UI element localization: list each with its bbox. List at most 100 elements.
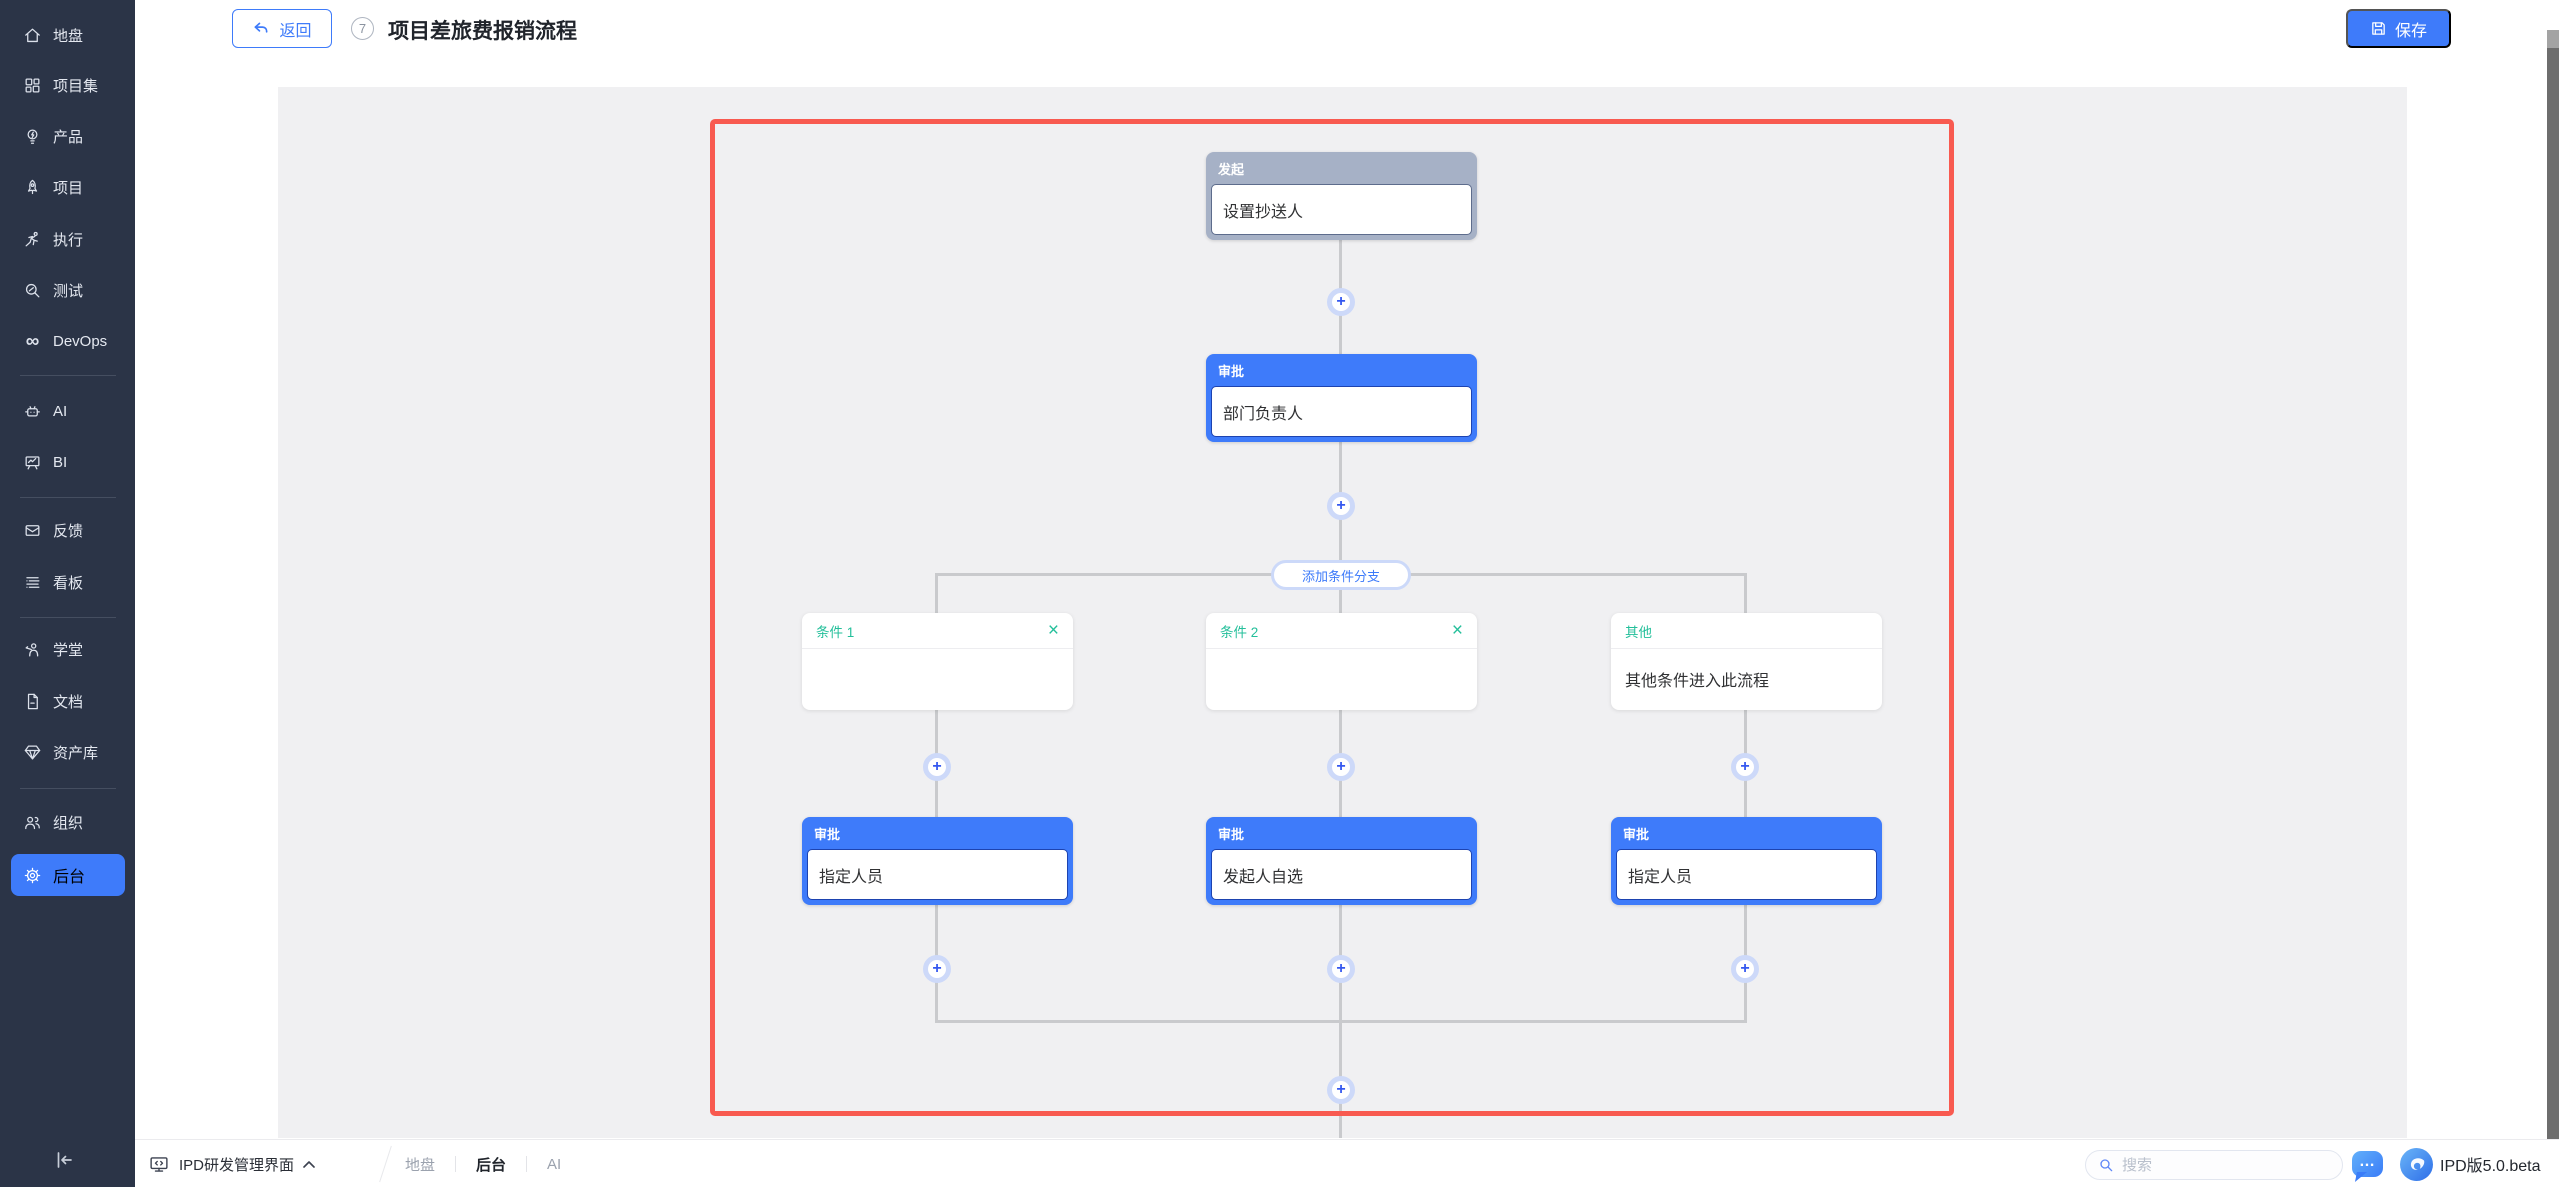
node-type-label: 审批 — [1218, 364, 1245, 379]
condition-card-other[interactable]: 其他 其他条件进入此流程 — [1611, 613, 1882, 710]
branch-approval-node-3[interactable]: 审批 指定人员 — [1611, 817, 1882, 905]
sidebar-item-execution[interactable]: 执行 — [0, 226, 135, 252]
connector-line — [935, 573, 938, 1023]
bottom-bar: IPD研发管理界面 地盘 后台 AI … IPD版5.0.beta — [135, 1139, 2559, 1187]
gear-icon — [24, 867, 41, 883]
sidebar-collapse-button[interactable] — [52, 1148, 76, 1177]
add-node-button[interactable]: + — [1731, 955, 1759, 983]
search-box[interactable] — [2085, 1150, 2343, 1180]
back-button-label: 返回 — [279, 22, 312, 40]
chevron-up-icon — [303, 1161, 315, 1168]
sidebar-item-product[interactable]: 产品 — [0, 123, 135, 149]
scrollbar-thumb[interactable] — [2547, 48, 2559, 1139]
sidebar-item-label: 后台 — [53, 869, 86, 886]
sidebar-item-devops[interactable]: ∞ DevOps — [0, 328, 135, 354]
page-title: 项目差旅费报销流程 — [388, 20, 577, 43]
search-icon — [2100, 1159, 2113, 1172]
magnifier-icon — [25, 283, 40, 297]
version-label: IPD版5.0.beta — [2440, 1158, 2541, 1175]
sidebar-item-bi[interactable]: BI — [0, 449, 135, 475]
add-node-button[interactable]: + — [1327, 288, 1355, 316]
sidebar-item-test[interactable]: 测试 — [0, 277, 135, 303]
sidebar-item-org[interactable]: 组织 — [0, 809, 135, 835]
add-node-button[interactable]: + — [1327, 1076, 1355, 1104]
sidebar-item-label: 执行 — [53, 231, 84, 249]
save-button[interactable]: 保存 — [2346, 9, 2451, 48]
sidebar-item-school[interactable]: 学堂 — [0, 636, 135, 662]
sidebar-item-feedback[interactable]: 反馈 — [0, 517, 135, 543]
scrollbar-track[interactable] — [2547, 30, 2559, 1139]
workspace-switcher[interactable]: IPD研发管理界面 — [148, 1140, 315, 1187]
flow-canvas[interactable]: 发起 设置抄送人 审批 部门负责人 添加条件分支 条件 1 × 条件 2 × — [278, 87, 2407, 1138]
add-node-button[interactable]: + — [1731, 753, 1759, 781]
teacher-icon — [25, 642, 39, 656]
kanban-icon — [26, 576, 40, 588]
ipd-logo-icon — [2400, 1148, 2433, 1186]
tab-divider — [526, 1156, 528, 1172]
add-node-button[interactable]: + — [923, 753, 951, 781]
add-condition-branch-button[interactable]: 添加条件分支 — [1271, 560, 1411, 590]
monitor-icon — [150, 1156, 168, 1172]
connector-line — [1744, 573, 1747, 1023]
node-content: 发起人自选 — [1211, 849, 1472, 900]
sidebar-item-project-set[interactable]: 项目集 — [0, 72, 135, 98]
infinity-icon: ∞ — [25, 330, 40, 352]
tab-admin[interactable]: 后台 — [476, 1156, 507, 1174]
close-icon[interactable]: × — [1451, 620, 1463, 641]
sidebar-item-admin[interactable]: 后台 — [11, 854, 125, 896]
approval-node[interactable]: 审批 部门负责人 — [1206, 354, 1477, 442]
condition-content — [802, 649, 1073, 709]
people-icon — [25, 816, 40, 829]
sidebar-item-ai[interactable]: AI — [0, 398, 135, 424]
add-node-button[interactable]: + — [1327, 492, 1355, 520]
add-node-button[interactable]: + — [923, 955, 951, 983]
sidebar-divider — [20, 497, 116, 498]
node-content: 设置抄送人 — [1211, 184, 1472, 235]
rocket-icon — [27, 179, 38, 194]
sidebar-item-label: DevOps — [53, 332, 108, 350]
doc-icon — [27, 693, 38, 709]
sidebar-item-label: 文档 — [53, 693, 84, 711]
node-type-label: 审批 — [1623, 827, 1650, 842]
sidebar-item-label: BI — [53, 453, 68, 471]
condition-content — [1206, 649, 1477, 709]
sidebar-item-docs[interactable]: 文档 — [0, 688, 135, 714]
search-input[interactable] — [2122, 1156, 2312, 1174]
bottom-tabs: 地盘 后台 AI — [405, 1140, 561, 1187]
node-type-label: 审批 — [814, 827, 841, 842]
sidebar-item-label: 项目 — [53, 179, 84, 197]
branch-approval-node-1[interactable]: 审批 指定人员 — [802, 817, 1073, 905]
gem-icon — [24, 745, 41, 759]
back-arrow-icon — [255, 22, 268, 33]
title-badge: 7 — [351, 17, 374, 40]
sidebar-item-label: 看板 — [53, 574, 84, 592]
chat-icon[interactable]: … — [2352, 1151, 2383, 1177]
collapse-icon — [57, 1152, 72, 1168]
sidebar-item-kanban[interactable]: 看板 — [0, 569, 135, 595]
sidebar-item-label: 地盘 — [53, 27, 84, 45]
add-node-button[interactable]: + — [1327, 955, 1355, 983]
back-button[interactable]: 返回 — [232, 9, 332, 48]
tab-divider — [455, 1156, 457, 1172]
mail-icon — [25, 524, 40, 536]
condition-card-2[interactable]: 条件 2 × — [1206, 613, 1477, 710]
sidebar-item-project[interactable]: 项目 — [0, 174, 135, 200]
board-icon — [25, 455, 40, 469]
sidebar-item-home[interactable]: 地盘 — [0, 22, 135, 48]
add-node-button[interactable]: + — [1327, 753, 1355, 781]
workspace-name: IPD研发管理界面 — [179, 1156, 295, 1174]
node-type-label: 发起 — [1218, 162, 1245, 177]
condition-content: 其他条件进入此流程 — [1625, 673, 1770, 690]
branch-approval-node-2[interactable]: 审批 发起人自选 — [1206, 817, 1477, 905]
sidebar: 地盘 项目集 产品 项目 执行 测试 ∞ DevOps AI — [0, 0, 135, 1187]
sidebar-item-assets[interactable]: 资产库 — [0, 739, 135, 765]
sidebar-divider — [20, 375, 116, 376]
condition-card-1[interactable]: 条件 1 × — [802, 613, 1073, 710]
sidebar-item-label: 学堂 — [53, 641, 84, 659]
start-node[interactable]: 发起 设置抄送人 — [1206, 152, 1477, 240]
save-button-label: 保存 — [2394, 22, 2427, 40]
tab-ai[interactable]: AI — [547, 1155, 562, 1173]
close-icon[interactable]: × — [1047, 620, 1059, 641]
tab-home[interactable]: 地盘 — [405, 1156, 436, 1174]
